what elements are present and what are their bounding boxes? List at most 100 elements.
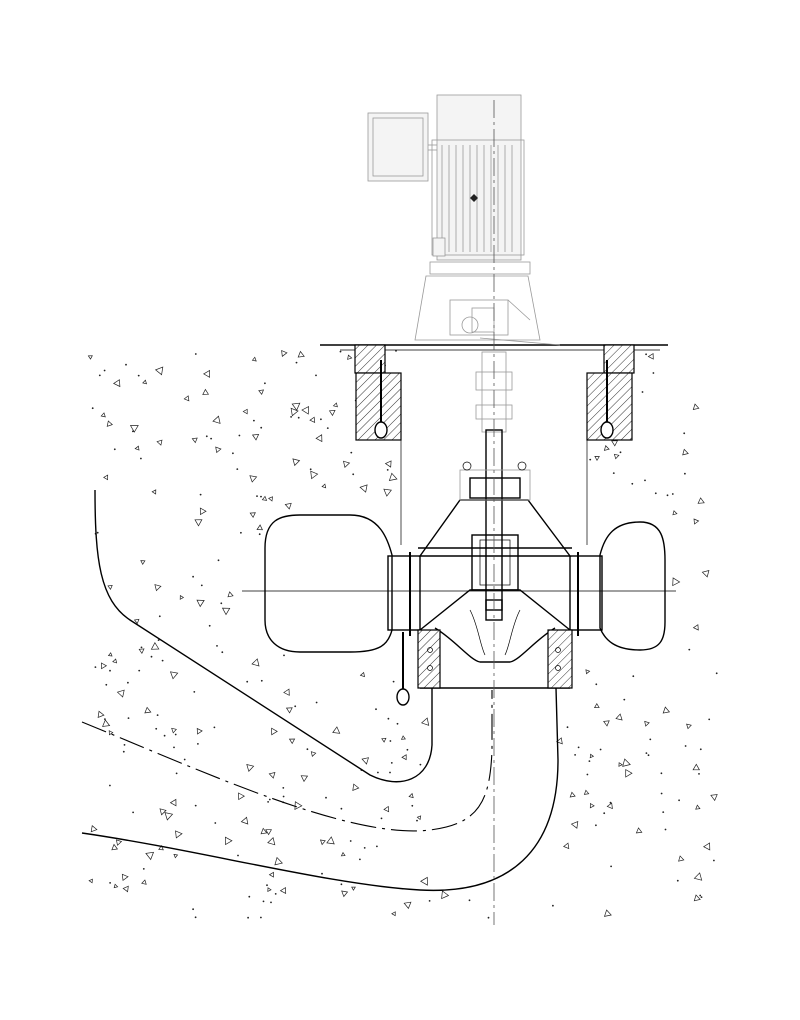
aggregate-mark bbox=[310, 751, 317, 757]
aggregate-dot bbox=[589, 458, 592, 461]
aggregate-dot bbox=[386, 469, 389, 471]
aggregate-mark bbox=[343, 460, 351, 468]
aggregate-mark bbox=[212, 415, 221, 424]
aggregate-dot bbox=[156, 714, 159, 716]
volute-left bbox=[264, 514, 393, 653]
aggregate-dot bbox=[157, 639, 160, 641]
aggregate-dot bbox=[260, 679, 263, 682]
aggregate-dot bbox=[232, 452, 234, 455]
aggregate-mark bbox=[682, 448, 689, 456]
aggregate-mark bbox=[615, 713, 623, 721]
aggregate-mark bbox=[238, 792, 246, 801]
aggregate-mark bbox=[644, 720, 650, 727]
suction-intake bbox=[81, 489, 559, 892]
aggregate-mark bbox=[144, 706, 152, 714]
aggregate-dot bbox=[359, 858, 361, 861]
aggregate-mark bbox=[583, 789, 590, 795]
aggregate-dot bbox=[574, 754, 576, 756]
motor-cooling-fins bbox=[441, 145, 513, 252]
aggregate-mark bbox=[635, 827, 643, 834]
aggregate-dot bbox=[282, 787, 285, 789]
aggregate-dot bbox=[248, 895, 251, 898]
aggregate-mark bbox=[647, 352, 654, 360]
aggregate-mark bbox=[391, 911, 396, 917]
aggregate-dot bbox=[294, 705, 297, 708]
aggregate-dot bbox=[468, 899, 471, 902]
aggregate-mark bbox=[672, 510, 678, 516]
aggregate-dot bbox=[599, 748, 602, 751]
aggregate-mark bbox=[258, 389, 265, 395]
aggregate-mark bbox=[319, 839, 326, 846]
aggregate-dot bbox=[552, 904, 554, 907]
aggregate-dot bbox=[199, 493, 202, 496]
aggregate-mark bbox=[112, 379, 121, 388]
aggregate-dot bbox=[109, 669, 111, 672]
aggregate-mark bbox=[240, 816, 249, 825]
aggregate-dot bbox=[377, 771, 379, 774]
aggregate-dot bbox=[94, 666, 97, 668]
aggregate-dot bbox=[631, 482, 634, 485]
aggregate-mark bbox=[246, 764, 255, 772]
aggregate-mark bbox=[227, 591, 234, 598]
aggregate-mark bbox=[281, 350, 288, 357]
aggregate-dot bbox=[297, 416, 300, 419]
aggregate-dot bbox=[326, 427, 329, 429]
aggregate-mark bbox=[145, 851, 155, 861]
aggregate-dot bbox=[684, 745, 687, 747]
aggregate-mark bbox=[408, 792, 414, 799]
aggregate-mark bbox=[202, 388, 210, 395]
aggregate-mark bbox=[251, 433, 260, 441]
aggregate-dot bbox=[103, 369, 106, 372]
aggregate-mark bbox=[112, 658, 118, 664]
aggregate-mark bbox=[116, 689, 125, 698]
aggregate-mark bbox=[274, 856, 283, 866]
aggregate-dot bbox=[595, 824, 597, 827]
aggregate-dot bbox=[699, 894, 702, 897]
aggregate-dot bbox=[267, 801, 269, 803]
aggregate-mark bbox=[249, 512, 256, 518]
aggregate-mark bbox=[359, 671, 365, 678]
aggregate-dot bbox=[595, 683, 598, 686]
aggregate-dot bbox=[392, 680, 395, 683]
aggregate-dot bbox=[387, 717, 390, 720]
aggregate-mark bbox=[441, 890, 450, 900]
aggregate-dot bbox=[127, 717, 130, 719]
aggregate-mark bbox=[589, 753, 595, 759]
aggregate-mark bbox=[309, 416, 316, 423]
aggregate-mark bbox=[294, 801, 303, 810]
aggregate-dot bbox=[262, 900, 265, 903]
aggregate-mark bbox=[179, 594, 185, 600]
aggregate-mark bbox=[384, 460, 392, 468]
aggregate-mark bbox=[416, 815, 422, 821]
aggregate-dot bbox=[428, 900, 431, 902]
aggregate-mark bbox=[113, 883, 119, 889]
aggregate-dot bbox=[113, 448, 116, 451]
aggregate-mark bbox=[403, 901, 412, 910]
aggregate-dot bbox=[260, 916, 262, 919]
aggregate-dot bbox=[260, 495, 262, 498]
aggregate-mark bbox=[225, 836, 233, 846]
aggregate-dot bbox=[644, 479, 646, 482]
aggregate-dot bbox=[660, 792, 663, 795]
aggregate-dot bbox=[339, 350, 342, 353]
aggregate-dot bbox=[645, 353, 647, 356]
aggregate-mark bbox=[388, 472, 398, 481]
aggregate-mark bbox=[150, 641, 160, 650]
aggregate-mark bbox=[106, 420, 113, 427]
aggregate-mark bbox=[662, 706, 671, 714]
aggregate-dot bbox=[142, 868, 145, 870]
aggregate-dot bbox=[566, 726, 569, 729]
aggregate-mark bbox=[383, 805, 390, 813]
aggregate-mark bbox=[347, 354, 353, 360]
aggregate-dot bbox=[264, 382, 266, 385]
aggregate-mark bbox=[290, 407, 299, 417]
aggregate-mark bbox=[107, 584, 113, 590]
aggregate-dot bbox=[649, 738, 652, 741]
aggregate-dot bbox=[266, 884, 268, 887]
aggregate-mark bbox=[108, 730, 114, 736]
motor bbox=[367, 94, 541, 341]
aggregate-dot bbox=[282, 795, 285, 798]
aggregate-mark bbox=[359, 484, 368, 493]
aggregate-dot bbox=[708, 718, 711, 721]
aggregate-dot bbox=[700, 896, 703, 898]
